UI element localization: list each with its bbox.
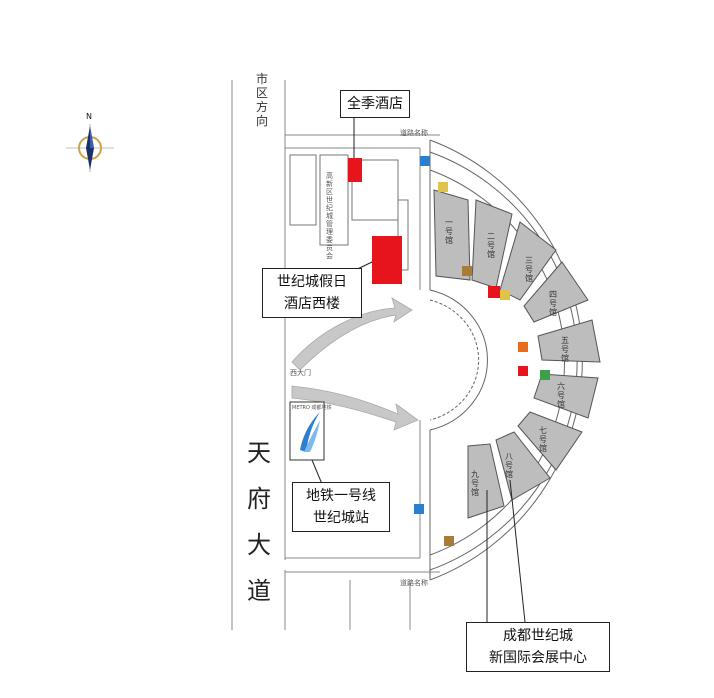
hall-7 bbox=[517, 411, 583, 471]
metro-sign-label: METRO 成都地铁 bbox=[292, 405, 332, 411]
road-south-label: 道路名称 bbox=[400, 579, 428, 587]
hall-label-6: 六号馆 bbox=[557, 382, 565, 409]
hall-label-9: 九号馆 bbox=[471, 470, 479, 497]
hall-9 bbox=[467, 443, 505, 519]
direction-label: 市区方向 bbox=[255, 72, 268, 128]
hall-label-4: 四号馆 bbox=[549, 290, 557, 317]
hall-label-2: 二号馆 bbox=[487, 232, 495, 259]
hall-label-1: 一号馆 bbox=[445, 218, 453, 245]
compass-n-label: N bbox=[86, 112, 92, 121]
hall-label-8: 八号馆 bbox=[505, 452, 513, 479]
road-north-label: 道路名称 bbox=[400, 129, 428, 137]
parking-icon bbox=[444, 536, 454, 546]
hotel-quanji-label: 全季酒店 bbox=[340, 90, 410, 118]
info-icon bbox=[540, 370, 550, 380]
metro-station-label: 地铁一号线 世纪城站 bbox=[292, 482, 390, 532]
hall-label-5: 五号馆 bbox=[561, 336, 569, 363]
west-gate-label: 西大门 bbox=[290, 369, 311, 377]
hall-5 bbox=[537, 319, 601, 363]
arrow-north bbox=[291, 297, 413, 371]
parking-icon bbox=[438, 182, 448, 192]
hall-4 bbox=[523, 261, 589, 323]
parking-icon bbox=[462, 266, 472, 276]
hotel-holiday-line1: 世纪城假日 bbox=[277, 274, 347, 290]
first-aid-icon bbox=[518, 366, 528, 376]
avenue-label: 天府大道 bbox=[247, 439, 271, 605]
exhibition-halls bbox=[433, 189, 601, 519]
hall-label-3: 三号馆 bbox=[525, 256, 533, 283]
building-west-label: 高新区世纪城管理委员会 bbox=[326, 172, 333, 260]
metro-line2: 世纪城站 bbox=[313, 510, 369, 526]
hotel-holiday-label: 世纪城假日 酒店西楼 bbox=[262, 268, 362, 318]
metro-line1: 地铁一号线 bbox=[306, 488, 376, 504]
hotel-holiday-line2: 酒店西楼 bbox=[284, 296, 340, 312]
hall-label-7: 七号馆 bbox=[539, 426, 547, 453]
facility-icons bbox=[414, 156, 550, 546]
metro-logo-icon bbox=[289, 401, 325, 461]
first-aid-icon bbox=[518, 342, 528, 352]
road-network bbox=[231, 80, 440, 630]
hotel-holiday-marker bbox=[372, 236, 402, 284]
center-line2: 新国际会展中心 bbox=[489, 650, 587, 666]
hall-6 bbox=[533, 373, 599, 419]
parking-icon bbox=[500, 290, 510, 300]
convention-center-label: 成都世纪城 新国际会展中心 bbox=[466, 622, 610, 672]
info-icon bbox=[414, 504, 424, 514]
hall-3 bbox=[499, 221, 557, 301]
compass-icon bbox=[66, 124, 114, 172]
hotel-quanji-marker bbox=[348, 158, 362, 182]
pointer-lines bbox=[311, 116, 526, 623]
first-aid-icon bbox=[488, 286, 500, 298]
center-line1: 成都世纪城 bbox=[503, 628, 573, 644]
buildings-west bbox=[289, 154, 409, 271]
info-icon bbox=[420, 156, 430, 166]
hall-8 bbox=[495, 431, 551, 501]
hall-1 bbox=[433, 189, 471, 281]
